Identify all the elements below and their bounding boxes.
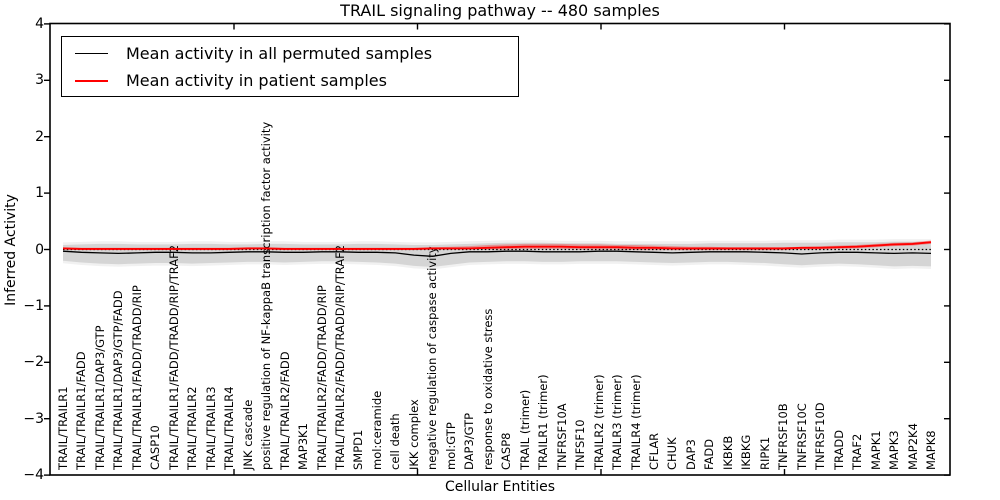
legend-label-permuted: Mean activity in all permuted samples: [126, 44, 433, 63]
y-tick-label: 0: [35, 241, 44, 258]
y-tick-label: 3: [35, 72, 44, 89]
legend-line-patient: [75, 79, 108, 82]
y-tick-label: 4: [35, 15, 44, 32]
legend-row-patient: Mean activity in patient samples: [62, 67, 518, 94]
patient-mean-line: [62, 241, 932, 250]
x-axis-title: Cellular Entities: [444, 479, 556, 495]
permuted-band-outer: [63, 239, 931, 270]
y-tick-label: −3: [23, 410, 44, 427]
y-tick-label: −1: [23, 297, 44, 314]
y-tick-label: −4: [23, 467, 44, 484]
legend-label-patient: Mean activity in patient samples: [126, 71, 387, 90]
permuted-mean-line: [62, 250, 932, 257]
y-tick-label: 1: [35, 185, 44, 202]
legend: Mean activity in all permuted samples Me…: [61, 36, 519, 97]
legend-row-permuted: Mean activity in all permuted samples: [62, 40, 518, 67]
y-tick-label: 2: [35, 128, 44, 145]
y-tick-label: −2: [23, 354, 44, 371]
chart-title: TRAIL signaling pathway -- 480 samples: [340, 1, 660, 20]
legend-line-permuted: [75, 53, 108, 54]
axis-ticks: [44, 23, 950, 476]
